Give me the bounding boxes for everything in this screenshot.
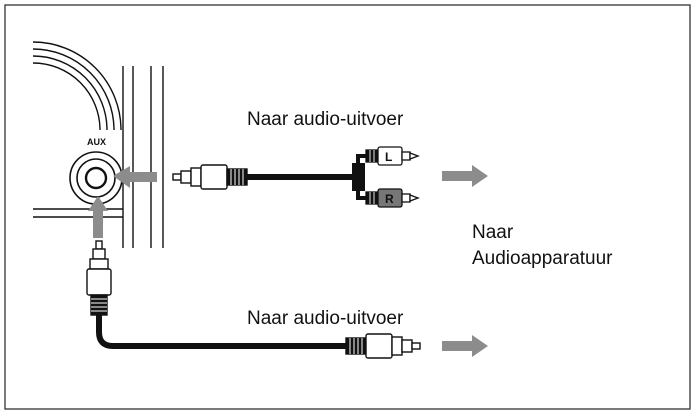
- stereo-plug-icon: [345, 333, 421, 359]
- arrow-icon: [88, 196, 108, 238]
- diagram-frame: [4, 4, 691, 410]
- arrow-icon: [442, 165, 488, 187]
- destination-label-line1: Naar: [472, 222, 514, 243]
- rca-plug-icon: [365, 188, 420, 208]
- speaker-arc-3: [32, 48, 115, 131]
- aux-label: AUX: [87, 137, 106, 147]
- bottom-output-label: Naar audio-uitvoer: [247, 308, 404, 329]
- stereo-plug-icon: [172, 164, 248, 190]
- top-output-label: Naar audio-uitvoer: [247, 109, 404, 130]
- top-cable: [247, 154, 366, 200]
- speaker-arc-4: [32, 41, 122, 131]
- bottom-cable: [96, 315, 346, 349]
- speaker-arc-2: [32, 55, 108, 131]
- y-splitter: [352, 163, 365, 191]
- device-panel: [32, 41, 164, 248]
- rca-plug-icon: [365, 146, 420, 166]
- speaker-arc-1: [32, 62, 101, 131]
- arrow-icon: [442, 335, 488, 357]
- rca-left-label: L: [385, 150, 392, 164]
- destination-label-line2: Audioapparatuur: [472, 248, 613, 269]
- arrow-icon: [113, 166, 157, 188]
- rca-right-label: R: [385, 192, 394, 206]
- stereo-plug-icon: [86, 240, 112, 316]
- aux-jack-icon: [69, 151, 123, 205]
